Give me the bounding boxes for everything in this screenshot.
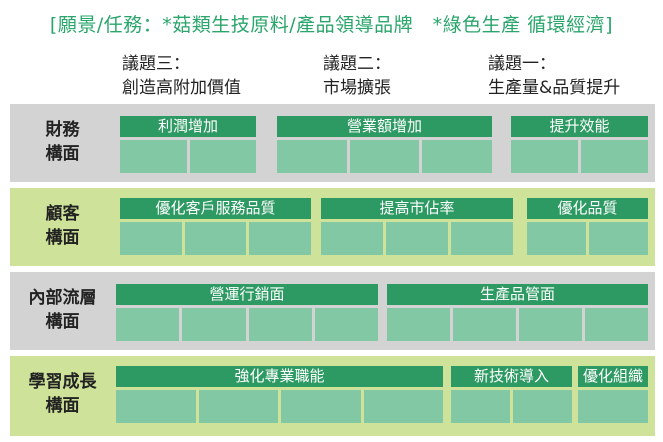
grid-cell <box>120 222 182 255</box>
group-header: 優化品質 <box>527 198 648 219</box>
group-efficiency: 提升效能 <box>511 116 648 173</box>
learning-growth-band: 學習成長 構面 強化專業職能 新技術導入 優化組織 <box>10 356 655 436</box>
issue-one: 議題一： 生產量&品質提升 <box>488 52 620 100</box>
grid-cell <box>249 222 312 255</box>
issue-three-heading: 議題三： <box>122 54 190 74</box>
group-quality-optimization: 優化品質 <box>527 198 648 255</box>
grid-cell <box>511 140 578 173</box>
grid-cell <box>314 308 378 341</box>
group-header: 利潤增加 <box>120 116 256 137</box>
grid-cell <box>281 390 361 423</box>
cell-row <box>116 308 378 341</box>
grid-cell <box>386 222 448 255</box>
cell-row <box>277 140 493 173</box>
group-header: 強化專業職能 <box>116 366 443 387</box>
group-header: 生產品管面 <box>387 284 648 305</box>
vision-mission-title: [願景/任務：*菇類生技原料/產品領導品牌 *綠色生產 循環經濟] <box>49 14 614 36</box>
grid-cell <box>277 140 347 173</box>
group-header: 營運行銷面 <box>116 284 378 305</box>
group-header: 提升效能 <box>511 116 648 137</box>
cell-row <box>120 222 312 255</box>
group-operations-marketing: 營運行銷面 <box>116 284 378 341</box>
group-header: 優化客戶服務品質 <box>120 198 311 219</box>
band-label-line: 構面 <box>45 312 80 332</box>
group-header: 營業額增加 <box>277 116 492 137</box>
grid-cell <box>321 222 383 255</box>
band-label-line: 內部流層 <box>28 288 97 308</box>
issue-three: 議題三： 創造高附加價值 <box>122 52 241 100</box>
grid-cell <box>453 308 516 341</box>
grid-cell <box>182 308 246 341</box>
learning-growth-band-label: 學習成長 構面 <box>10 370 115 418</box>
grid-cell <box>189 140 256 173</box>
cell-row <box>511 140 648 173</box>
issue-two-text: 市場擴張 <box>323 78 391 98</box>
grid-cell <box>184 222 247 255</box>
group-service-quality: 優化客戶服務品質 <box>120 198 312 255</box>
grid-cell <box>513 390 572 423</box>
grid-cell <box>451 390 510 423</box>
grid-cell <box>527 222 586 255</box>
issue-two-heading: 議題二： <box>323 54 391 74</box>
grid-cell <box>363 390 443 423</box>
grid-cell <box>578 390 648 423</box>
grid-cell <box>349 140 420 173</box>
grid-cell <box>422 140 493 173</box>
grid-cell <box>116 308 180 341</box>
finance-band: 財務 構面 利潤增加 營業額增加 提升效能 <box>10 104 655 182</box>
cell-row <box>578 390 648 423</box>
cell-row <box>387 308 648 341</box>
issue-one-heading: 議題一： <box>488 54 556 74</box>
internal-process-band-label: 內部流層 構面 <box>10 286 115 334</box>
group-header: 優化組織 <box>578 366 648 387</box>
grid-cell <box>585 308 648 341</box>
grid-cell <box>120 140 187 173</box>
cell-row <box>451 390 572 423</box>
issue-three-text: 創造高附加價值 <box>122 78 241 98</box>
group-header: 提高市佔率 <box>321 198 513 219</box>
grid-cell <box>581 140 648 173</box>
band-label-line: 構面 <box>45 228 80 248</box>
cell-row <box>116 390 443 423</box>
group-market-share: 提高市佔率 <box>321 198 513 255</box>
grid-cell <box>387 308 450 341</box>
cell-row <box>321 222 513 255</box>
grid-cell <box>116 390 196 423</box>
band-label-line: 學習成長 <box>28 372 97 392</box>
grid-cell <box>519 308 582 341</box>
customer-band: 顧客 構面 優化客戶服務品質 提高市佔率 優化品質 <box>10 188 655 266</box>
group-production-qc: 生產品管面 <box>387 284 648 341</box>
internal-process-band: 內部流層 構面 營運行銷面 生產品管面 <box>10 272 655 350</box>
grid-cell <box>589 222 648 255</box>
grid-cell <box>248 308 312 341</box>
group-header: 新技術導入 <box>451 366 572 387</box>
issue-one-text: 生產量&品質提升 <box>488 78 621 98</box>
customer-band-label: 顧客 構面 <box>10 202 115 250</box>
group-new-technology: 新技術導入 <box>451 366 572 423</box>
cell-row <box>120 140 256 173</box>
band-label-line: 顧客 <box>45 204 80 224</box>
band-label-line: 構面 <box>45 396 80 416</box>
issue-two: 議題二： 市場擴張 <box>323 52 391 100</box>
group-profit-increase: 利潤增加 <box>120 116 256 173</box>
band-label-line: 財務 <box>45 120 80 140</box>
cell-row <box>527 222 648 255</box>
grid-cell <box>451 222 513 255</box>
band-label-line: 構面 <box>45 144 80 164</box>
grid-cell <box>198 390 278 423</box>
group-professional-skills: 強化專業職能 <box>116 366 443 423</box>
group-organization: 優化組織 <box>578 366 648 423</box>
finance-band-label: 財務 構面 <box>10 118 115 166</box>
group-revenue-increase: 營業額增加 <box>277 116 493 173</box>
